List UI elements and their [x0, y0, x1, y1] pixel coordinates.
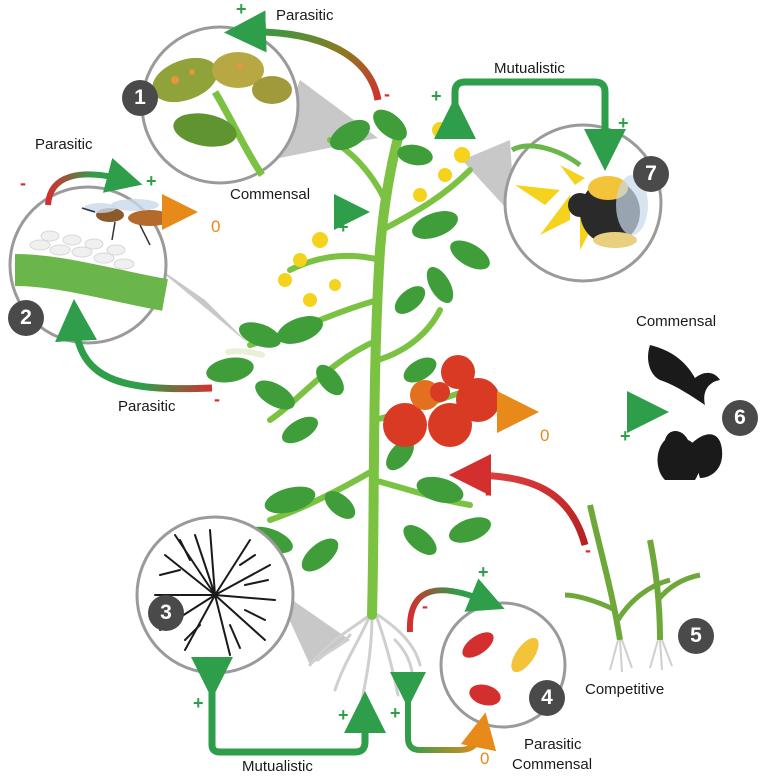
sign-plus-microbes-commensal: + [390, 703, 401, 723]
sign-plus-leaf: + [236, 0, 247, 19]
arrow-commensal-microbes [390, 672, 497, 753]
sign-minus-wasp: - [20, 173, 26, 193]
sign-minus-competitive-grass: - [585, 540, 591, 560]
sign-plus-plant-commensal: + [338, 217, 349, 237]
badge-4: 4 [529, 680, 565, 716]
badge-6: 6 [722, 400, 758, 436]
badge-7: 7 [633, 156, 669, 192]
sign-plus-bee-right: + [618, 113, 629, 133]
label-parasitic-wasp: Parasitic [35, 136, 93, 153]
label-mutualistic-roots: Mutualistic [242, 758, 313, 775]
label-parasitic-caterpillar: Parasitic [118, 398, 176, 415]
bird-silhouette [648, 345, 720, 405]
label-commensal-wasp: Commensal [230, 186, 311, 203]
sign-minus-microbes: - [422, 596, 428, 616]
zoom-circle-2-caterpillar [8, 185, 265, 358]
sign-plus-microbes-top: + [478, 562, 489, 582]
zoom-cone-3 [275, 588, 350, 665]
label-parasitic-leaf: Parasitic [276, 7, 334, 24]
sign-zero-microbes: 0 [480, 749, 490, 768]
sign-plus-roots-right: + [338, 705, 349, 725]
sign-zero-animals: 0 [540, 426, 550, 445]
label-parasitic-microbes: Parasitic [524, 736, 582, 753]
label-competitive: Competitive [585, 681, 665, 698]
arrow-mutualistic-roots [191, 657, 386, 756]
zoom-circle-1-diseased-leaf [140, 25, 300, 185]
badge-3: 3 [148, 595, 184, 631]
sign-zero-wasp: 0 [211, 217, 221, 236]
tomato-cluster [383, 355, 500, 447]
label-commensal-microbes: Commensal [512, 756, 593, 773]
sign-plus-wasp: + [146, 171, 157, 191]
badge-2: 2 [8, 300, 44, 336]
label-mutualistic-bee: Mutualistic [494, 60, 565, 77]
wasp-icon [81, 199, 172, 246]
tomato-plant [206, 109, 500, 702]
sign-minus-leaf: - [384, 84, 390, 104]
sign-plus-caterpillar: + [60, 321, 71, 341]
sign-minus-caterpillar: - [214, 389, 220, 409]
sign-minus-competitive-plant: - [485, 483, 491, 503]
competing-grass [564, 504, 701, 673]
label-commensal-animals: Commensal [636, 313, 717, 330]
sign-plus-animals: + [620, 426, 631, 446]
zoom-circle-7-bee-flower [503, 123, 663, 283]
arrow-parasitic-microbes [406, 578, 505, 633]
squirrel-silhouette [657, 431, 723, 480]
sign-plus-bee-left: + [431, 86, 442, 106]
arrow-parasitic-leaf [224, 10, 382, 101]
arrow-mutualistic-bee [434, 78, 626, 171]
plant-leaves [206, 109, 492, 572]
badge-5: 5 [678, 618, 714, 654]
arrow-parasitic-caterpillar [55, 299, 213, 393]
sign-plus-roots-left: + [193, 693, 204, 713]
zoom-cone-2 [150, 262, 250, 345]
arrow-competitive [449, 454, 589, 546]
badge-1: 1 [122, 80, 158, 116]
arrow-parasitic-wasp [45, 157, 143, 206]
main-stem [367, 125, 405, 620]
